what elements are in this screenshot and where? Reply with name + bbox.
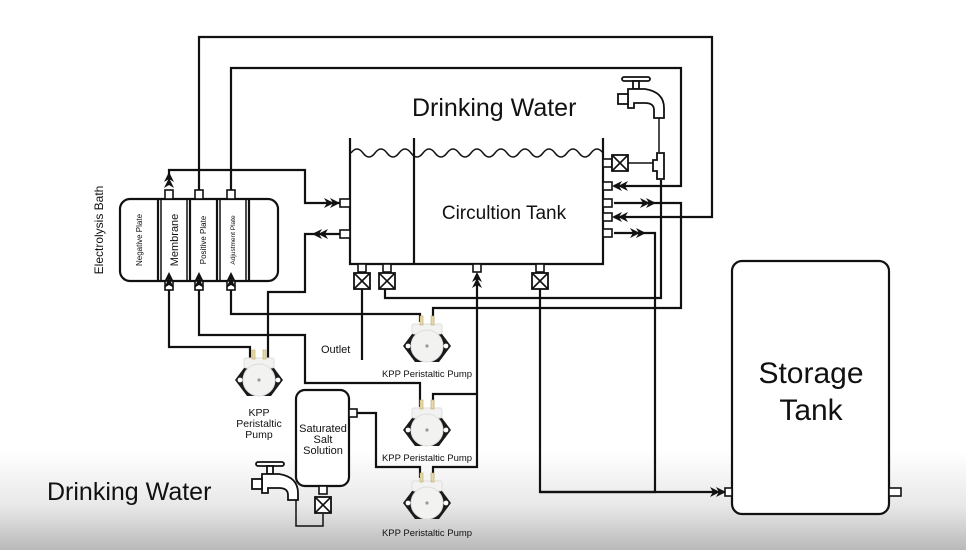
electrolysis-bath: Negative Plate Membrane Positive Plate A…	[118, 172, 280, 291]
pump-middle-center-label: KPP Peristaltic Pump	[382, 453, 472, 464]
faucet-top-icon	[617, 76, 665, 119]
pump-left-label-3: Pump	[245, 429, 273, 441]
drinking-water-bottom-label: Drinking Water	[47, 478, 211, 506]
pump-icon	[402, 315, 452, 363]
pump-icon	[402, 399, 452, 447]
negative-plate-label: Negative Plate	[135, 213, 144, 266]
salt-solution-label-2: Salt	[314, 434, 333, 446]
pump-left-label-1: KPP	[248, 407, 269, 419]
pump-upper-center: KPP Peristaltic Pump	[382, 315, 472, 380]
pump-left: KPP Peristaltic Pump	[234, 349, 284, 441]
storage-tank-label-1: Storage	[758, 357, 863, 390]
pump-icon	[234, 349, 284, 397]
storage-tank-label-2: Tank	[779, 394, 843, 427]
positive-plate-label: Positive Plate	[199, 215, 208, 264]
circulation-tank-label: Circultion Tank	[442, 203, 567, 224]
faucet-bottom-icon	[251, 461, 299, 501]
electrolysis-bath-label: Electrolysis Bath	[92, 186, 106, 275]
t-fitting	[652, 152, 665, 180]
adjustment-plate-label: Adjustment Plate	[230, 215, 237, 265]
pump-icon	[402, 472, 452, 520]
membrane-label: Membrane	[169, 214, 181, 267]
pump-left-label-2: Peristaltic	[236, 418, 282, 430]
salt-solution-label-1: Saturated	[299, 423, 347, 435]
drinking-water-top-label: Drinking Water	[412, 94, 576, 122]
pump-lower-center-label: KPP Peristaltic Pump	[382, 528, 472, 539]
circulation-tank: Circultion Tank	[312, 138, 656, 290]
salt-solution-tank: Saturated Salt Solution	[294, 388, 358, 514]
storage-tank: Storage Tank	[710, 259, 902, 516]
salt-solution-label-3: Solution	[303, 445, 343, 457]
pump-upper-center-label: KPP Peristaltic Pump	[382, 369, 472, 380]
outlet-label: Outlet	[321, 344, 350, 356]
pump-middle-center: KPP Peristaltic Pump	[382, 399, 472, 464]
pump-lower-center: KPP Peristaltic Pump	[382, 472, 472, 539]
